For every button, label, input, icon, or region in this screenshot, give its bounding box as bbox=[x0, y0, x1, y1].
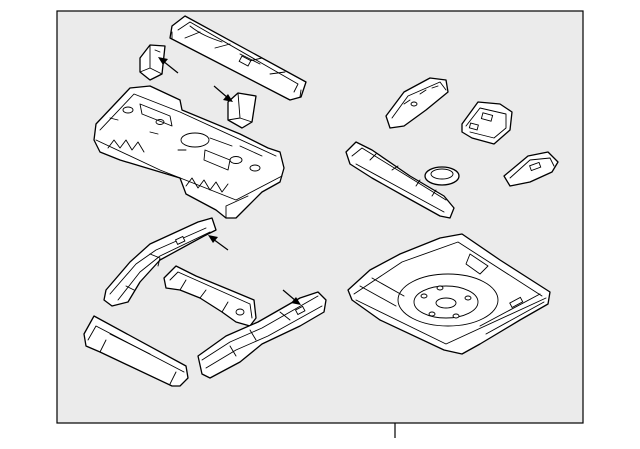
center-small-bracket bbox=[227, 92, 257, 129]
callout-arrow-1 bbox=[158, 57, 179, 74]
left-side-member bbox=[103, 217, 217, 307]
long-extension bbox=[345, 141, 455, 219]
callout-arrow-4 bbox=[282, 289, 301, 305]
rear-floor-panel-assembly bbox=[93, 85, 285, 219]
left-small-bracket bbox=[139, 44, 166, 81]
right-side-member bbox=[197, 291, 327, 379]
front-crossmember bbox=[83, 315, 189, 387]
small-right-bracket bbox=[503, 151, 559, 187]
mount-bracket bbox=[461, 101, 513, 145]
callout-arrow-2 bbox=[213, 85, 233, 102]
upper-right-bracket bbox=[385, 77, 449, 129]
callout-arrow-3 bbox=[208, 235, 229, 251]
spare-tire-well-panel bbox=[347, 233, 551, 355]
round-plug bbox=[424, 166, 460, 186]
upper-crossmember bbox=[169, 15, 307, 101]
